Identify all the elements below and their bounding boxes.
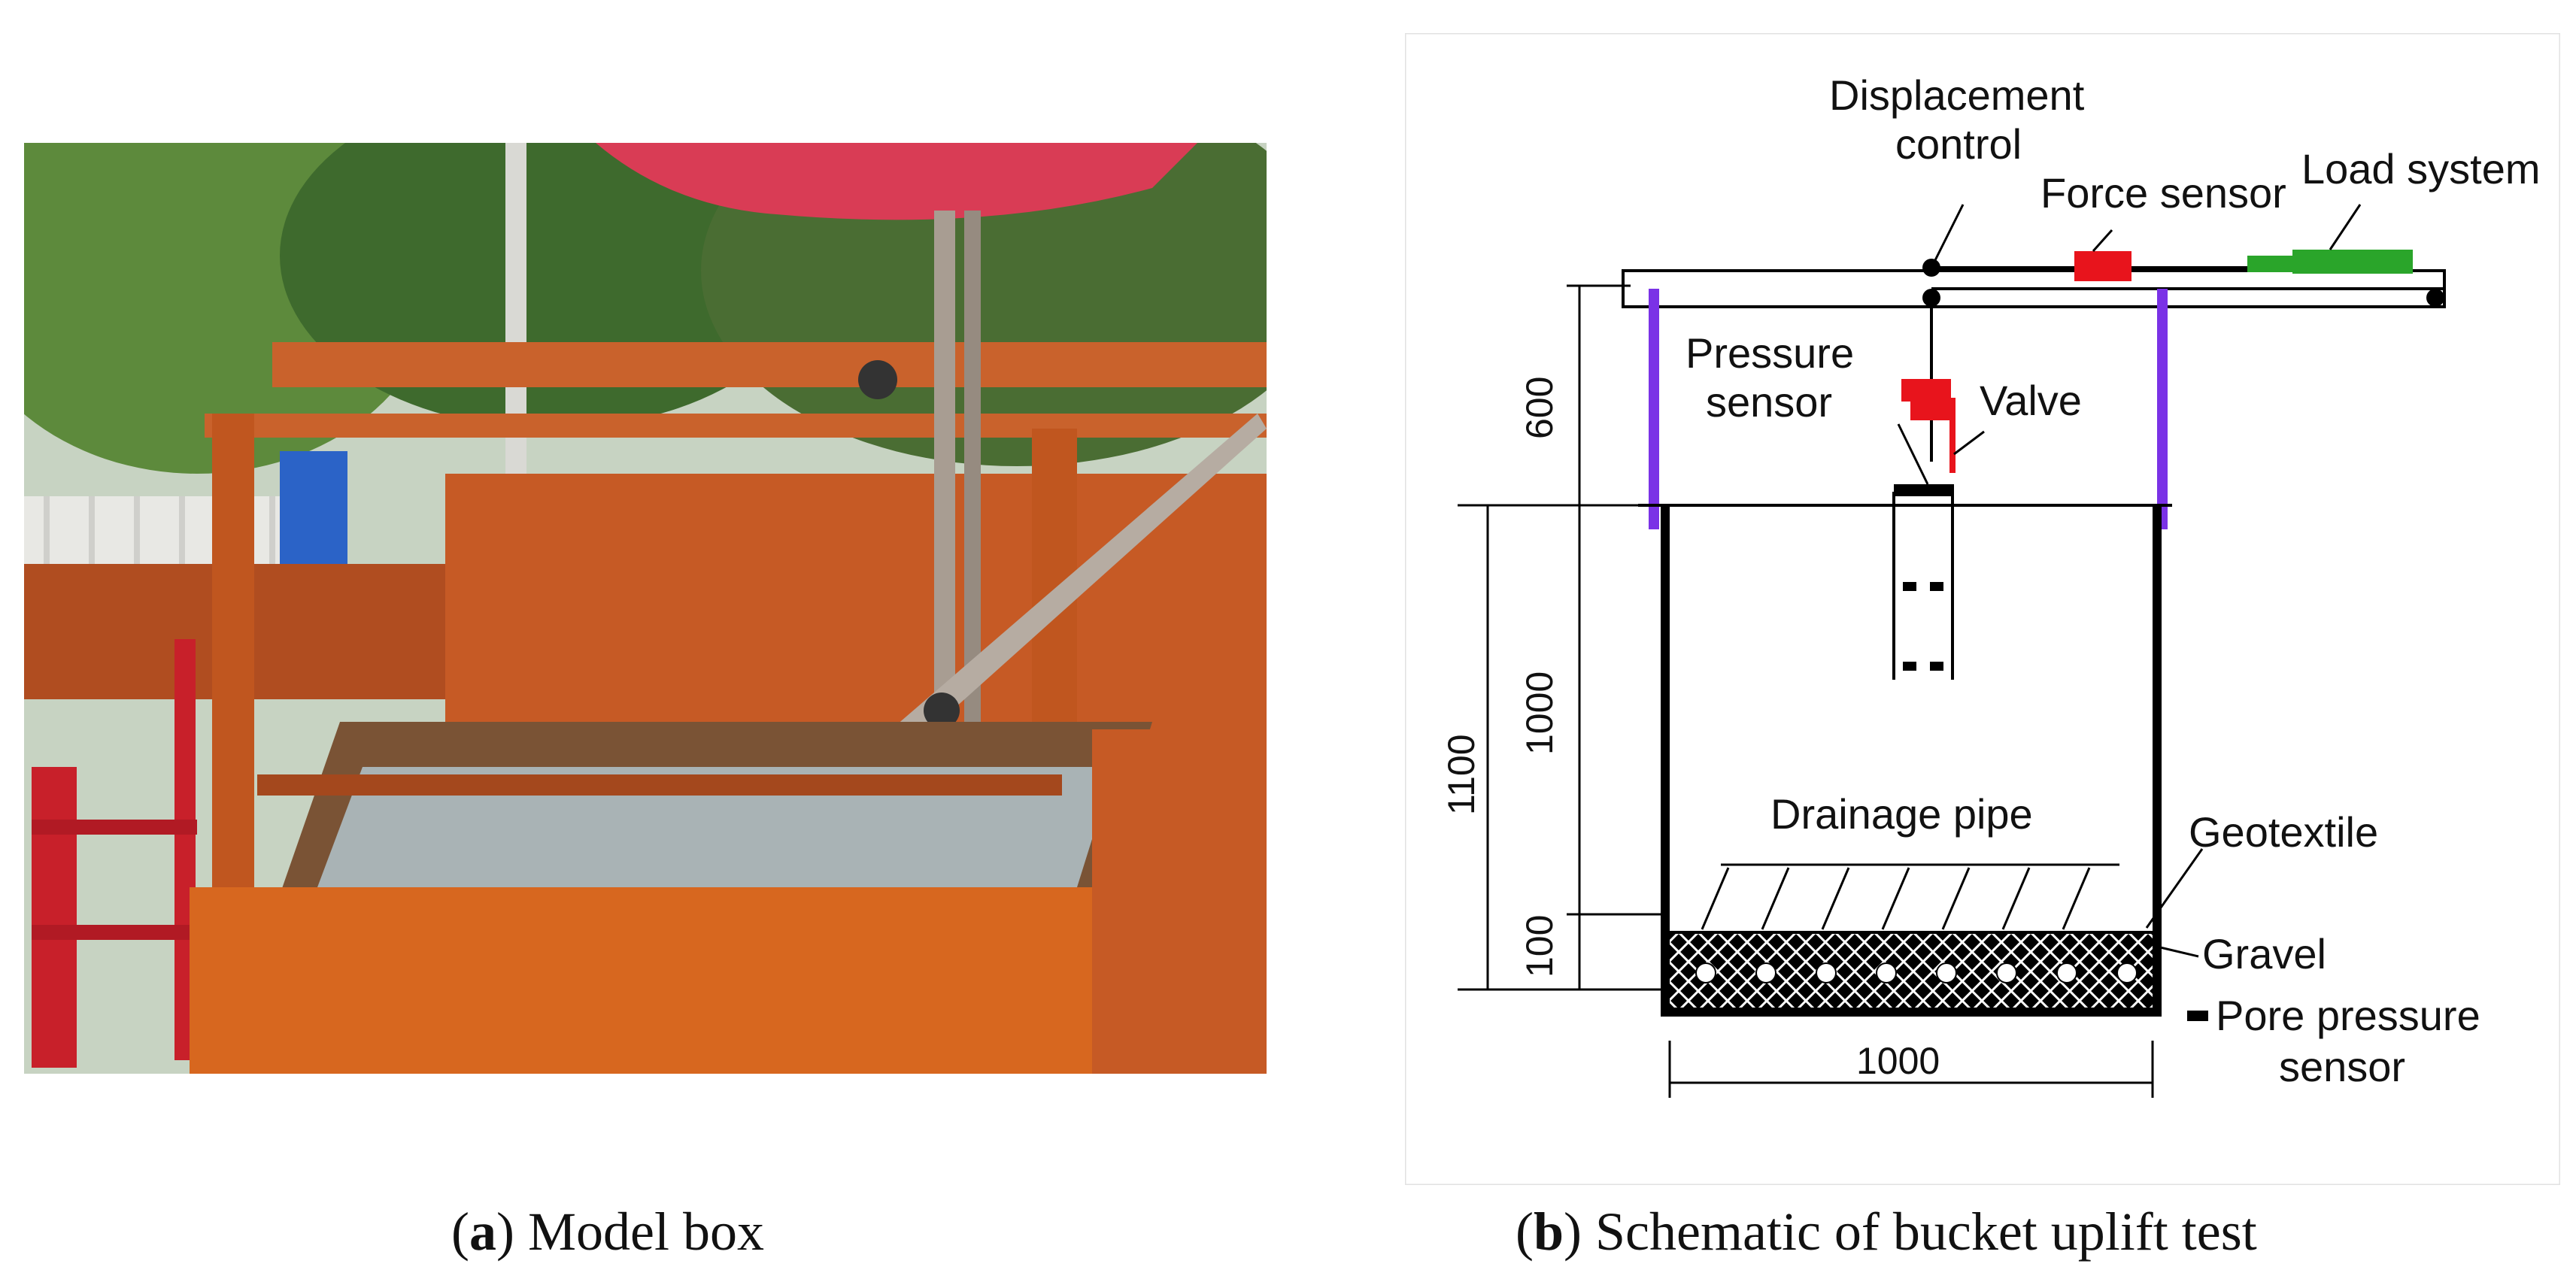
ladder-left: [32, 767, 77, 1068]
dimension-lines: [1458, 284, 2154, 1098]
pulley-mid: [924, 693, 960, 729]
caption-a-letter: a: [469, 1202, 496, 1262]
tank-wall-left: [1661, 505, 1670, 1017]
caption-a-text: Model box: [514, 1202, 764, 1262]
force-sensor-block: [2074, 251, 2131, 281]
beam-end-pivot: [2426, 289, 2444, 307]
load-system-small: [2247, 256, 2300, 272]
label-drainage-pipe: Drainage pipe: [1770, 790, 2033, 838]
load-system-block: [2292, 250, 2413, 274]
label-load-system: Load system: [2301, 145, 2541, 192]
diagonal-rod: [874, 414, 1267, 767]
label-force-sensor: Force sensor: [2040, 169, 2286, 217]
dim-1000-horizontal: 1000: [1856, 1040, 1940, 1082]
tank-bottom: [1661, 1008, 2162, 1017]
caption-a: (a) Model box: [451, 1202, 764, 1262]
frame-mid-beam: [205, 414, 1267, 438]
schematic-diagram: Displacement control Force sensor Load s…: [1405, 33, 2560, 1185]
caption-b-text: Schematic of bucket uplift test: [1582, 1202, 2257, 1262]
frame-top-beam: [272, 342, 1267, 387]
dim-100: 100: [1519, 915, 1561, 977]
purple-rod-right: [2157, 289, 2168, 529]
label-pore-1: Pore pressure: [2216, 992, 2480, 1039]
label-pressure-2: sensor: [1706, 378, 1832, 426]
dim-1100: 1100: [1440, 734, 1482, 815]
label-gravel: Gravel: [2202, 930, 2326, 977]
blue-board: [280, 451, 347, 564]
label-geotextile: Geotextile: [2189, 808, 2378, 856]
pore-legend-mark: [2187, 1011, 2208, 1021]
caption-b: (b) Schematic of bucket uplift test: [1516, 1202, 2257, 1262]
red-canopy: [596, 143, 1197, 220]
label-valve: Valve: [1980, 377, 2082, 424]
gravel-layer: [1670, 932, 2153, 1008]
tank-front: [190, 887, 1152, 1074]
right-side-box: [1092, 729, 1267, 1074]
tank-wall-right: [2153, 505, 2162, 1017]
model-box-photo: [24, 143, 1267, 1074]
tank-crossbar: [257, 774, 1062, 796]
water-surface: [317, 767, 1115, 887]
label-displacement-2: control: [1895, 120, 2022, 168]
dim-600: 600: [1519, 377, 1561, 439]
purple-rod-left: [1649, 289, 1659, 529]
dim-1000-vertical: 1000: [1519, 671, 1561, 755]
label-displacement-1: Displacement: [1829, 71, 2085, 119]
label-pressure-1: Pressure: [1685, 329, 1854, 377]
label-pore-2: sensor: [2279, 1043, 2405, 1090]
leader-lines: [1897, 204, 2362, 958]
caption-b-letter: b: [1533, 1202, 1564, 1262]
pulley-top: [858, 360, 897, 399]
